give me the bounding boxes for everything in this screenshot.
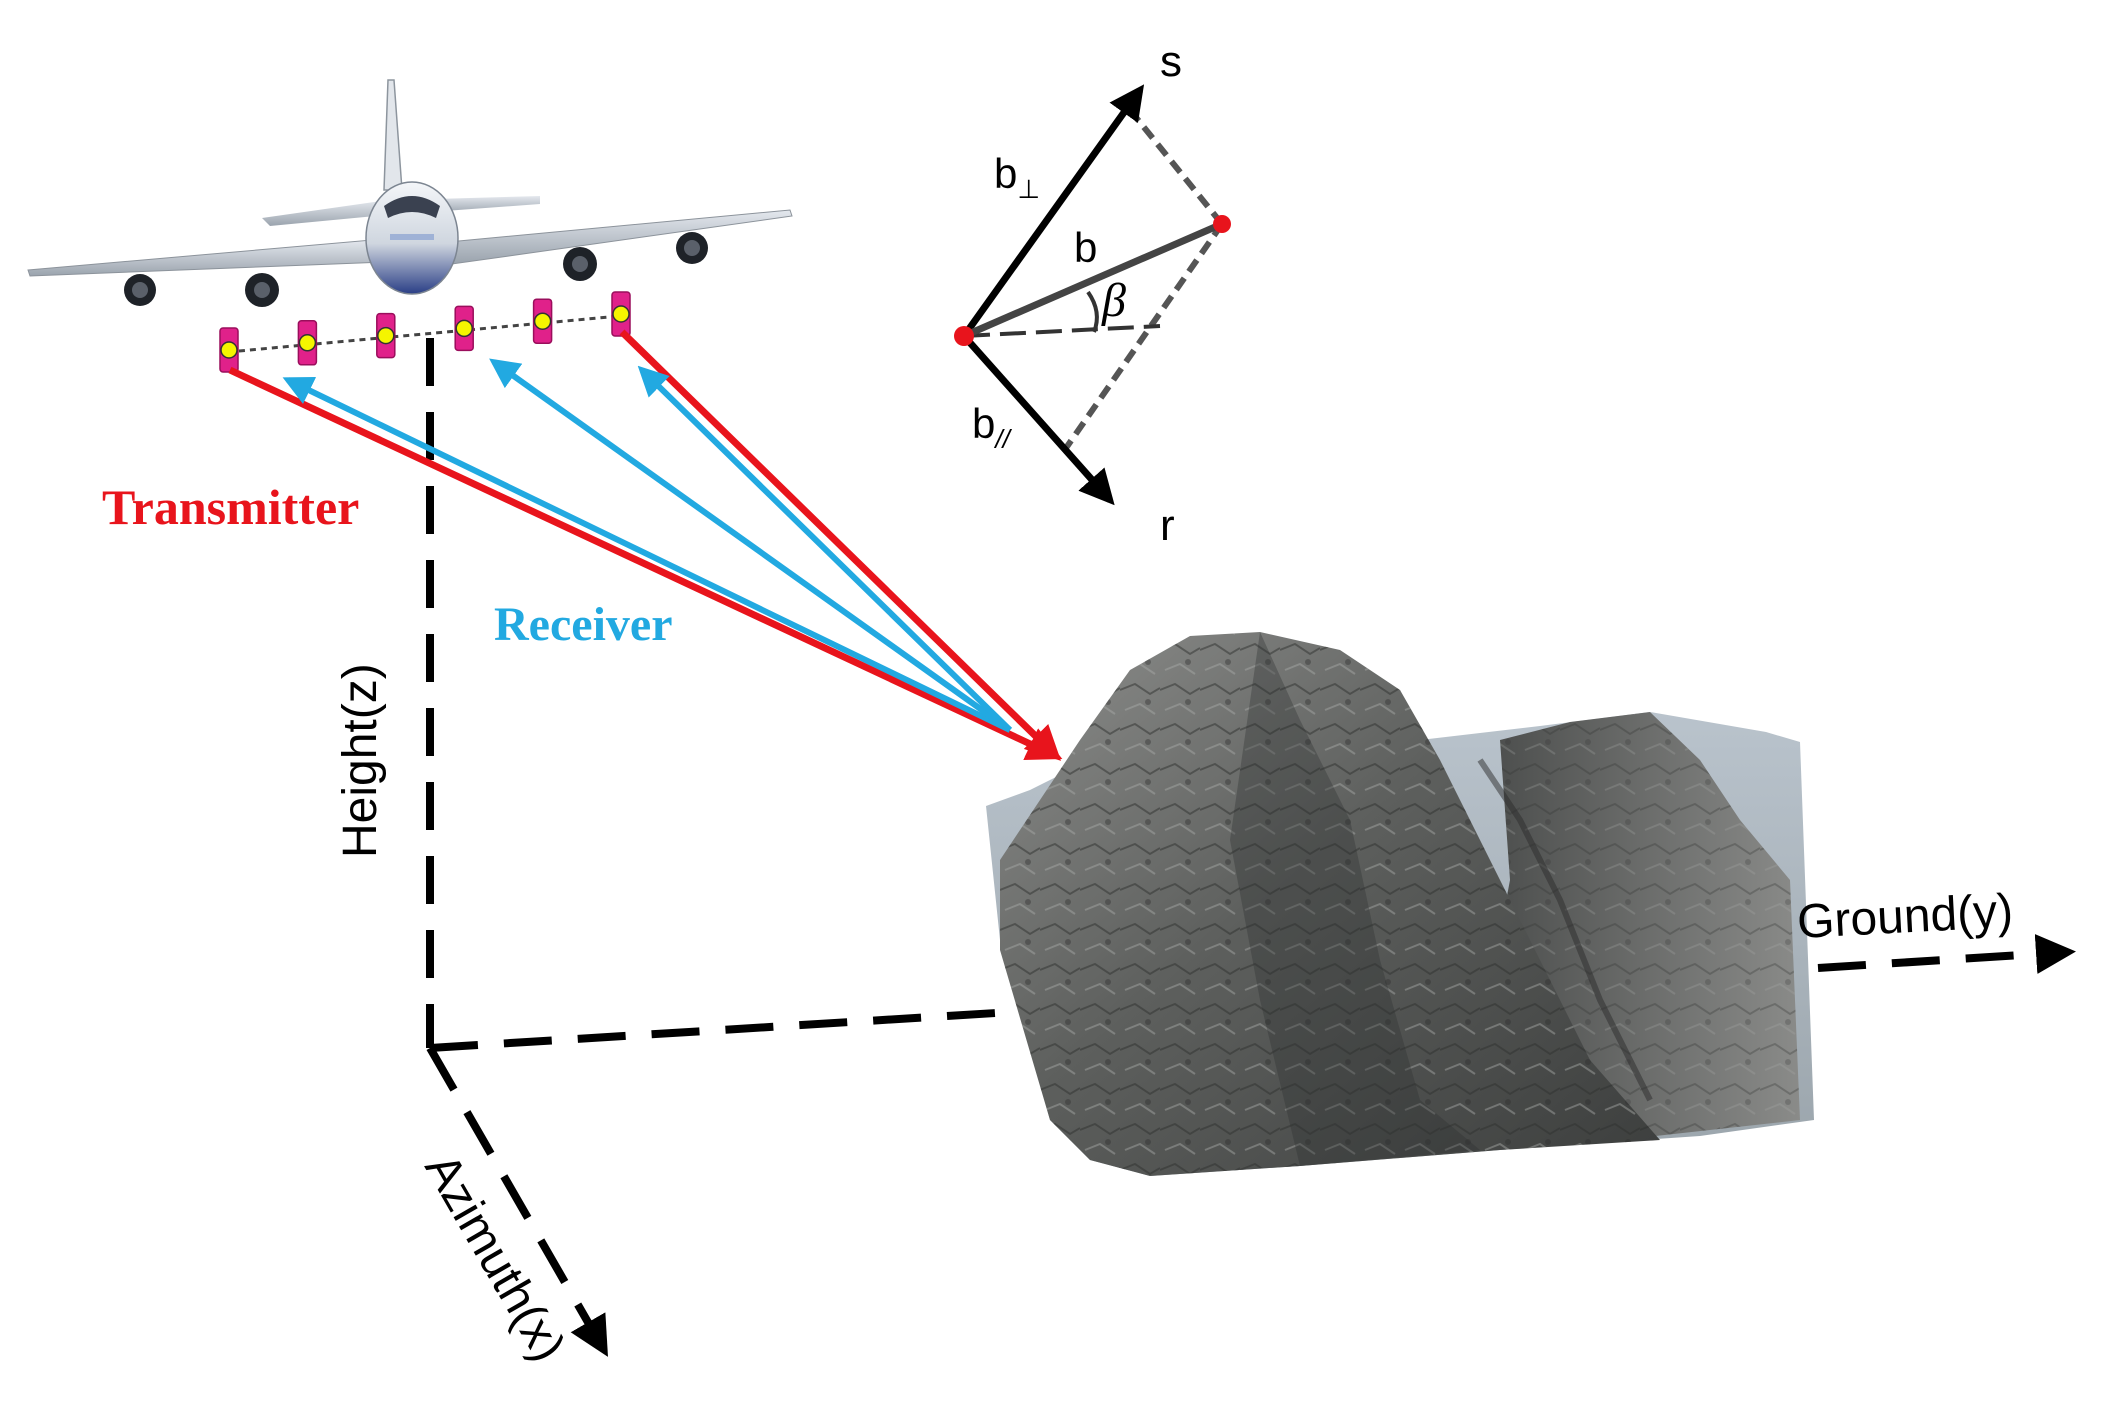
- s-axis-label: s: [1160, 37, 1182, 86]
- baseline-decomposition: s r b b⊥ b// β: [954, 37, 1231, 550]
- antenna-element: [376, 312, 396, 359]
- b-perp-subscript: ⊥: [1017, 174, 1040, 204]
- mountain-icon: [986, 632, 1814, 1176]
- receiver-path-2: [489, 358, 1012, 733]
- antenna-phase-center: [455, 319, 473, 338]
- s-axis-arrow: [961, 84, 1145, 339]
- antenna-phase-center: [612, 305, 630, 323]
- coordinate-axes: [426, 338, 2076, 1357]
- antenna-element: [297, 320, 318, 366]
- receiver-label: Receiver: [494, 598, 673, 651]
- ground-axis-label: Ground(y): [1796, 885, 2015, 949]
- baseline-start-point: [954, 326, 974, 346]
- beta-arc: [1086, 290, 1099, 333]
- receiver-path-1: [282, 376, 1012, 733]
- baseline-b-label: b: [1074, 224, 1097, 271]
- beta-label: β: [1101, 274, 1126, 327]
- antenna-element: [532, 298, 553, 344]
- b-par-subscript: //: [993, 424, 1012, 454]
- antenna-element: [611, 291, 631, 337]
- antenna-phase-center: [377, 326, 395, 345]
- b-par-label: b//: [972, 400, 1013, 454]
- b-perp-label: b⊥: [994, 150, 1040, 204]
- antenna-phase-center: [533, 312, 552, 330]
- receiver-path-3: [637, 365, 1013, 733]
- azimuth-axis-arrow: [426, 1046, 608, 1357]
- b-perp-base: b: [994, 150, 1017, 197]
- airplane-icon: [27, 79, 793, 307]
- antenna-element: [454, 305, 474, 352]
- b-par-base: b: [972, 400, 995, 447]
- transmitter-label: Transmitter: [102, 479, 359, 535]
- height-axis-label: Height(z): [334, 663, 387, 858]
- signal-paths: [228, 329, 1063, 761]
- horizontal-reference: [963, 324, 1161, 338]
- antenna-phase-center: [220, 341, 238, 359]
- ground-axis-arrow: [1817, 934, 2076, 975]
- dashed-edge-bottom: [1063, 222, 1225, 450]
- ground-axis-line: [429, 1008, 1013, 1052]
- baseline-b-line: [962, 220, 1224, 340]
- r-axis-arrow: [961, 333, 1115, 506]
- antenna-element: [219, 327, 239, 373]
- antenna-baseline: [227, 314, 621, 354]
- antenna-array: [219, 291, 631, 373]
- r-axis-label: r: [1160, 501, 1175, 550]
- baseline-end-point: [1213, 215, 1231, 233]
- dashed-edge-top: [1127, 108, 1225, 226]
- transmitter-path-left: [228, 366, 1063, 761]
- antenna-phase-center: [298, 334, 317, 352]
- transmitter-path-right: [619, 329, 1062, 761]
